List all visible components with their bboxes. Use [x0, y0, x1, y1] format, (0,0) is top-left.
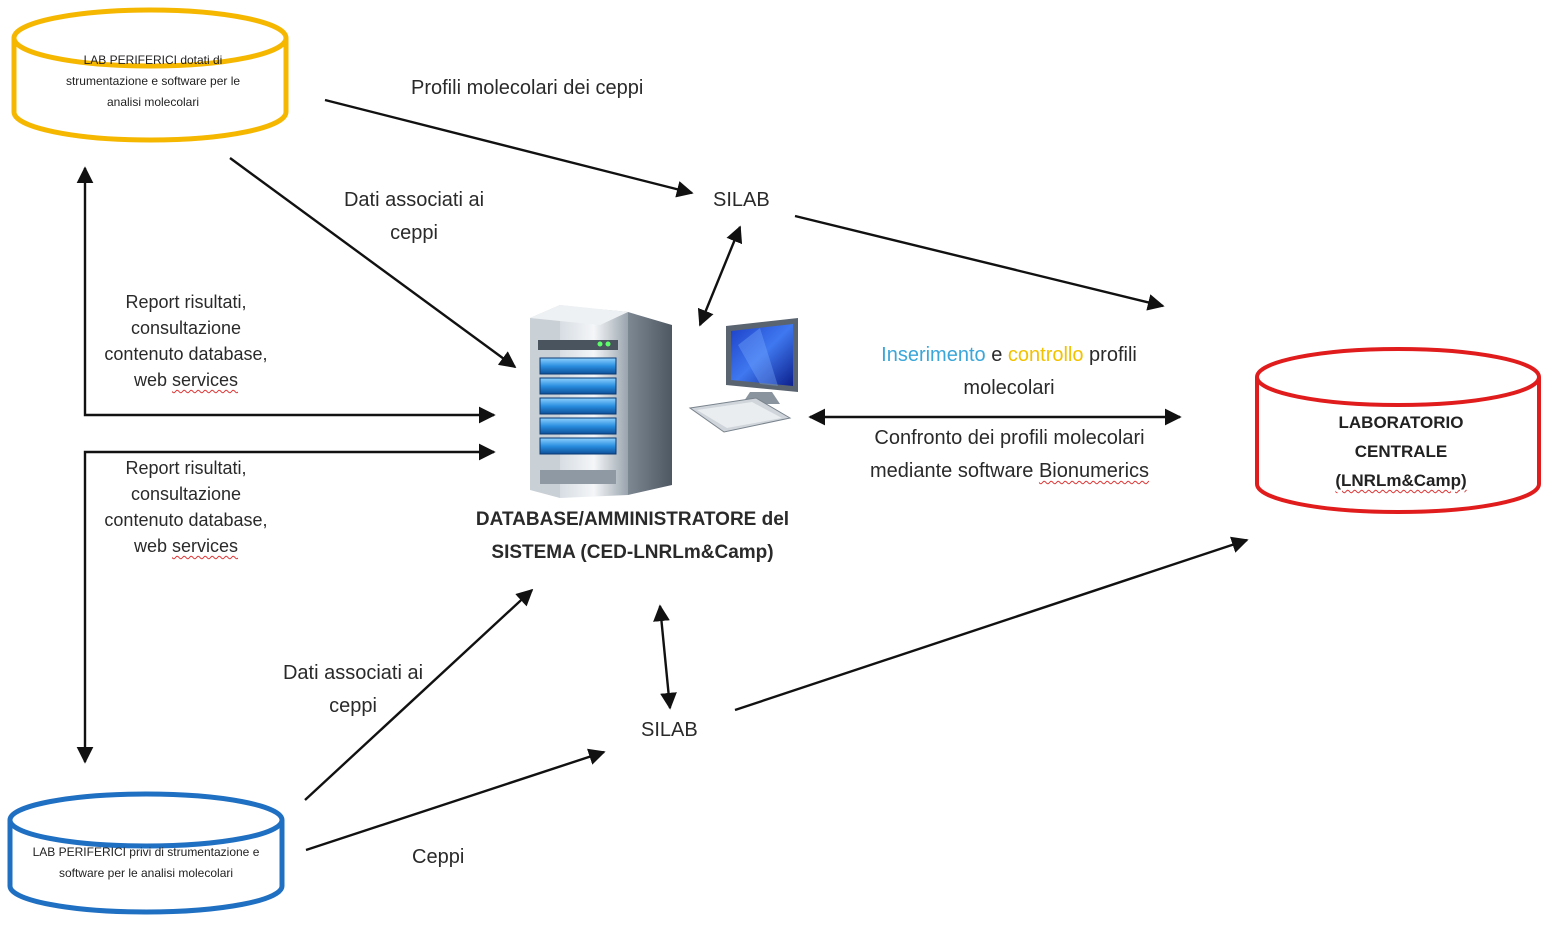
server-icon	[530, 305, 672, 498]
arrow-profili-to-silab-top	[324, 98, 694, 198]
computer-icon	[688, 318, 798, 433]
arrow-silab-bottom-to-laboratorio	[734, 536, 1249, 712]
lab-periferici-bottom-label: LAB PERIFERICI privi di strumentazione e…	[32, 845, 260, 880]
dati-associati-top-label: Dati associati ai ceppi	[343, 189, 485, 244]
dati-associati-bottom-label: Dati associati ai ceppi	[282, 662, 424, 717]
inserimento-word: Inserimento	[881, 344, 986, 366]
database-label: DATABASE/AMMINISTRATORE del SISTEMA (CED…	[475, 509, 790, 563]
silab-top-label: SILAB	[713, 189, 770, 211]
profili-molecolari-label: Profili molecolari dei ceppi	[411, 77, 644, 99]
arrow-silab-top-database	[697, 225, 743, 327]
arrow-report-bottom	[76, 443, 496, 764]
cylinder-laboratorio-centrale	[1255, 347, 1541, 514]
ceppi-label: Ceppi	[412, 846, 465, 868]
confronto-profili-label: Confronto dei profili molecolari mediant…	[869, 427, 1150, 482]
arrow-dati-bottom-to-database	[304, 588, 534, 801]
report-top-label: Report risultati, consultazione contenut…	[104, 292, 268, 390]
laboratorio-centrale-label: LABORATORIO CENTRALE (LNRLm&Camp)	[1335, 413, 1467, 490]
report-bottom-label: Report risultati, consultazione contenut…	[104, 458, 268, 556]
lab-periferici-top-label: LAB PERIFERICI dotati di strumentazione …	[65, 53, 241, 109]
cylinder-lab-periferici-bottom	[7, 791, 285, 915]
arrow-report-top	[76, 166, 496, 424]
arrow-ceppi-to-silab-bottom	[305, 748, 606, 852]
cylinder-lab-periferici-top	[11, 7, 289, 143]
arrow-database-silab-bottom	[653, 604, 677, 710]
arrow-silab-top-to-laboratorio	[794, 214, 1165, 311]
controllo-word: controllo	[1007, 344, 1084, 366]
arrows	[76, 98, 1249, 852]
silab-bottom-label: SILAB	[641, 719, 698, 741]
inserimento-controllo-label: Inserimento e controllo profili molecola…	[881, 344, 1137, 399]
